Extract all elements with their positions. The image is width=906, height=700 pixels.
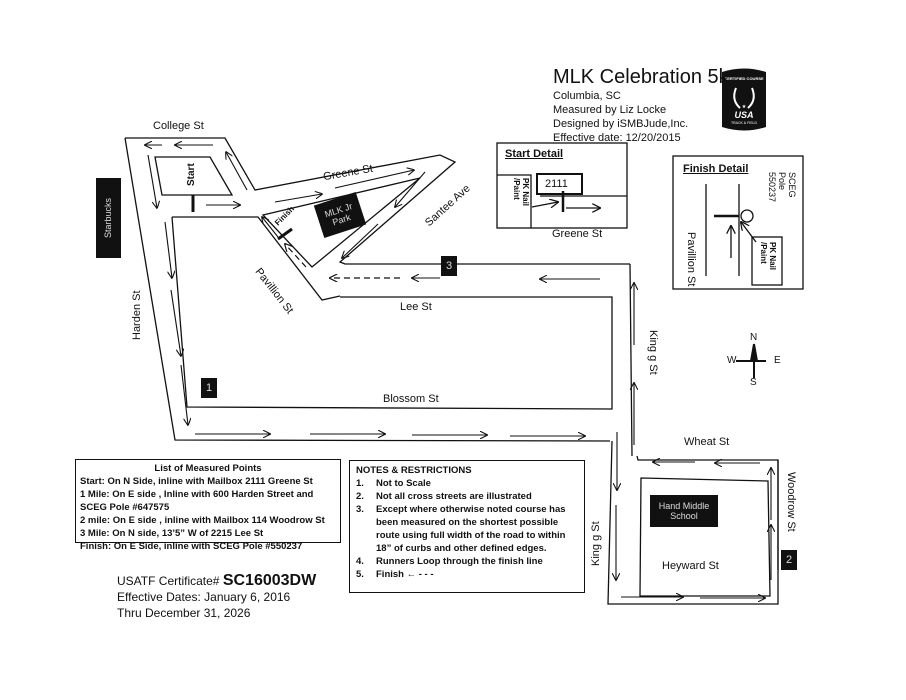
svg-text:TRACK & FIELD: TRACK & FIELD (731, 121, 758, 125)
note-num: 2. (356, 491, 364, 502)
certificate-block: USATF Certificate# SC16003DW Effective D… (117, 573, 316, 621)
arrow (226, 152, 248, 191)
compass-e: E (774, 355, 781, 366)
street-label-wheat: Wheat St (684, 436, 730, 448)
street-label-king-south: King g St (590, 521, 602, 566)
mlk-park-label: MLK Jr Park (323, 201, 354, 228)
starbucks-landmark: Starbucks (96, 178, 121, 258)
measured-point: 2 mile: On E side , inline with Mailbox … (80, 515, 325, 526)
arrow (262, 217, 279, 238)
measured-point: 1 Mile: On E side , Inline with 600 Hard… (80, 489, 314, 500)
finish-detail-box (672, 155, 804, 290)
arrow (274, 194, 322, 203)
measured-point: Finish: On E Side, inline with SCEG Pole… (80, 541, 303, 552)
note-item: 4. Runners Loop through the finish line (356, 555, 578, 568)
street-label-lee: Lee St (400, 301, 432, 313)
finish-line (277, 227, 293, 241)
arrow (342, 223, 379, 258)
note-text: Not to Scale (376, 478, 431, 489)
street-label-college: College St (153, 120, 204, 132)
king-outer (629, 263, 633, 457)
certificate-label: USATF Certificate# (117, 574, 220, 588)
street-label-woodrow: Woodrow St (785, 472, 797, 532)
start-detail-box (496, 142, 628, 229)
note-text: Finish ← - - - (376, 569, 434, 580)
certificate-line: USATF Certificate# SC16003DW (117, 573, 316, 589)
start-detail-street: Greene St (552, 228, 603, 240)
note-text: Runners Loop through the finish line (376, 556, 543, 567)
note-item: 2. Not all cross streets are illustrated (356, 490, 578, 503)
svg-text:USA: USA (734, 110, 753, 120)
arrow (147, 154, 157, 208)
compass-w: W (727, 355, 737, 366)
harden-outer (124, 137, 611, 442)
notes-title: NOTES & RESTRICTIONS (356, 465, 472, 476)
finish-detail-marker: PK Nail /Paint (759, 242, 777, 271)
arrow (395, 171, 426, 207)
note-item: 3. Except where otherwise noted course ha… (356, 503, 578, 555)
race-title: MLK Celebration 5k (553, 66, 729, 88)
note-text: Except where otherwise noted course has … (376, 504, 566, 554)
compass-s: S (750, 377, 757, 388)
starbucks-label: Starbucks (103, 197, 114, 239)
finish-detail-pole: SCEG Pole 550237 (767, 172, 797, 203)
measured-point: 3 Mile: On N side, 13’5” W of 2215 Lee S… (80, 528, 264, 539)
arrow (170, 289, 181, 356)
note-num: 5. (356, 569, 364, 580)
hand-middle-school-label: Hand Middle School (658, 501, 710, 521)
measured-points-title: List of Measured Points (154, 463, 262, 474)
designed-by: Designed by iSMBJude,Inc. (553, 118, 689, 130)
start-detail-mailbox: 2111 (545, 178, 568, 190)
hand-middle-school-landmark: Hand Middle School (650, 495, 718, 527)
road-outline-west (125, 137, 630, 265)
certificate-effective: Effective Dates: January 6, 2016 (117, 590, 291, 604)
effective-date: Effective date: 12/20/2015 (553, 132, 681, 144)
measured-points-box: List of Measured Points Start: On N Side… (75, 459, 341, 552)
note-text: Not all cross streets are illustrated (376, 491, 532, 502)
note-num: 3. (356, 504, 364, 515)
start-detail-marker: PK Nail /Paint (512, 178, 530, 207)
finish-dashed-arrow (285, 244, 307, 268)
svg-text:CERTIFIED COURSE: CERTIFIED COURSE (724, 76, 764, 81)
compass-rose (736, 343, 766, 378)
start-label: Start (186, 163, 197, 186)
arrow (164, 221, 172, 278)
mile-marker-3: 3 (441, 256, 457, 276)
measured-by: Measured by Liz Locke (553, 104, 667, 116)
measured-point: Start: On N Side, inline with Mailbox 21… (80, 476, 313, 487)
note-item: 1. Not to Scale (356, 477, 578, 490)
notes-box: NOTES & RESTRICTIONS 1. Not to Scale 2. No… (349, 460, 585, 593)
certificate-thru: Thru December 31, 2026 (117, 606, 251, 620)
street-label-harden: Harden St (131, 290, 143, 340)
note-num: 1. (356, 478, 364, 489)
arrow (334, 170, 414, 189)
usatf-certified-course-logo: CERTIFIED COURSE ★ USA TRACK & FIELD (722, 68, 766, 131)
svg-text:★: ★ (742, 104, 747, 110)
heyward-block (639, 477, 771, 597)
finish-detail-street: Pavillion St (685, 232, 697, 287)
arrow (180, 364, 188, 425)
street-label-blossom: Blossom St (383, 393, 439, 405)
compass-n: N (750, 332, 758, 343)
street-label-heyward: Heyward St (662, 560, 719, 572)
note-num: 4. (356, 556, 364, 567)
start-detail-title: Start Detail (505, 148, 564, 160)
finish-detail-title: Finish Detail (683, 163, 749, 175)
mile-marker-2: 2 (781, 550, 797, 570)
note-item: 5. Finish ← - - - (356, 568, 578, 581)
harden-inner (172, 216, 341, 301)
mile-marker-1: 1 (201, 378, 217, 398)
street-label-king-north: King g St (647, 330, 659, 375)
race-location: Columbia, SC (553, 90, 621, 102)
measured-point: SCEG Pole #647575 (80, 502, 170, 513)
harden-inner-west (171, 216, 613, 410)
start-block (154, 156, 234, 196)
certificate-number: SC16003DW (222, 572, 317, 589)
